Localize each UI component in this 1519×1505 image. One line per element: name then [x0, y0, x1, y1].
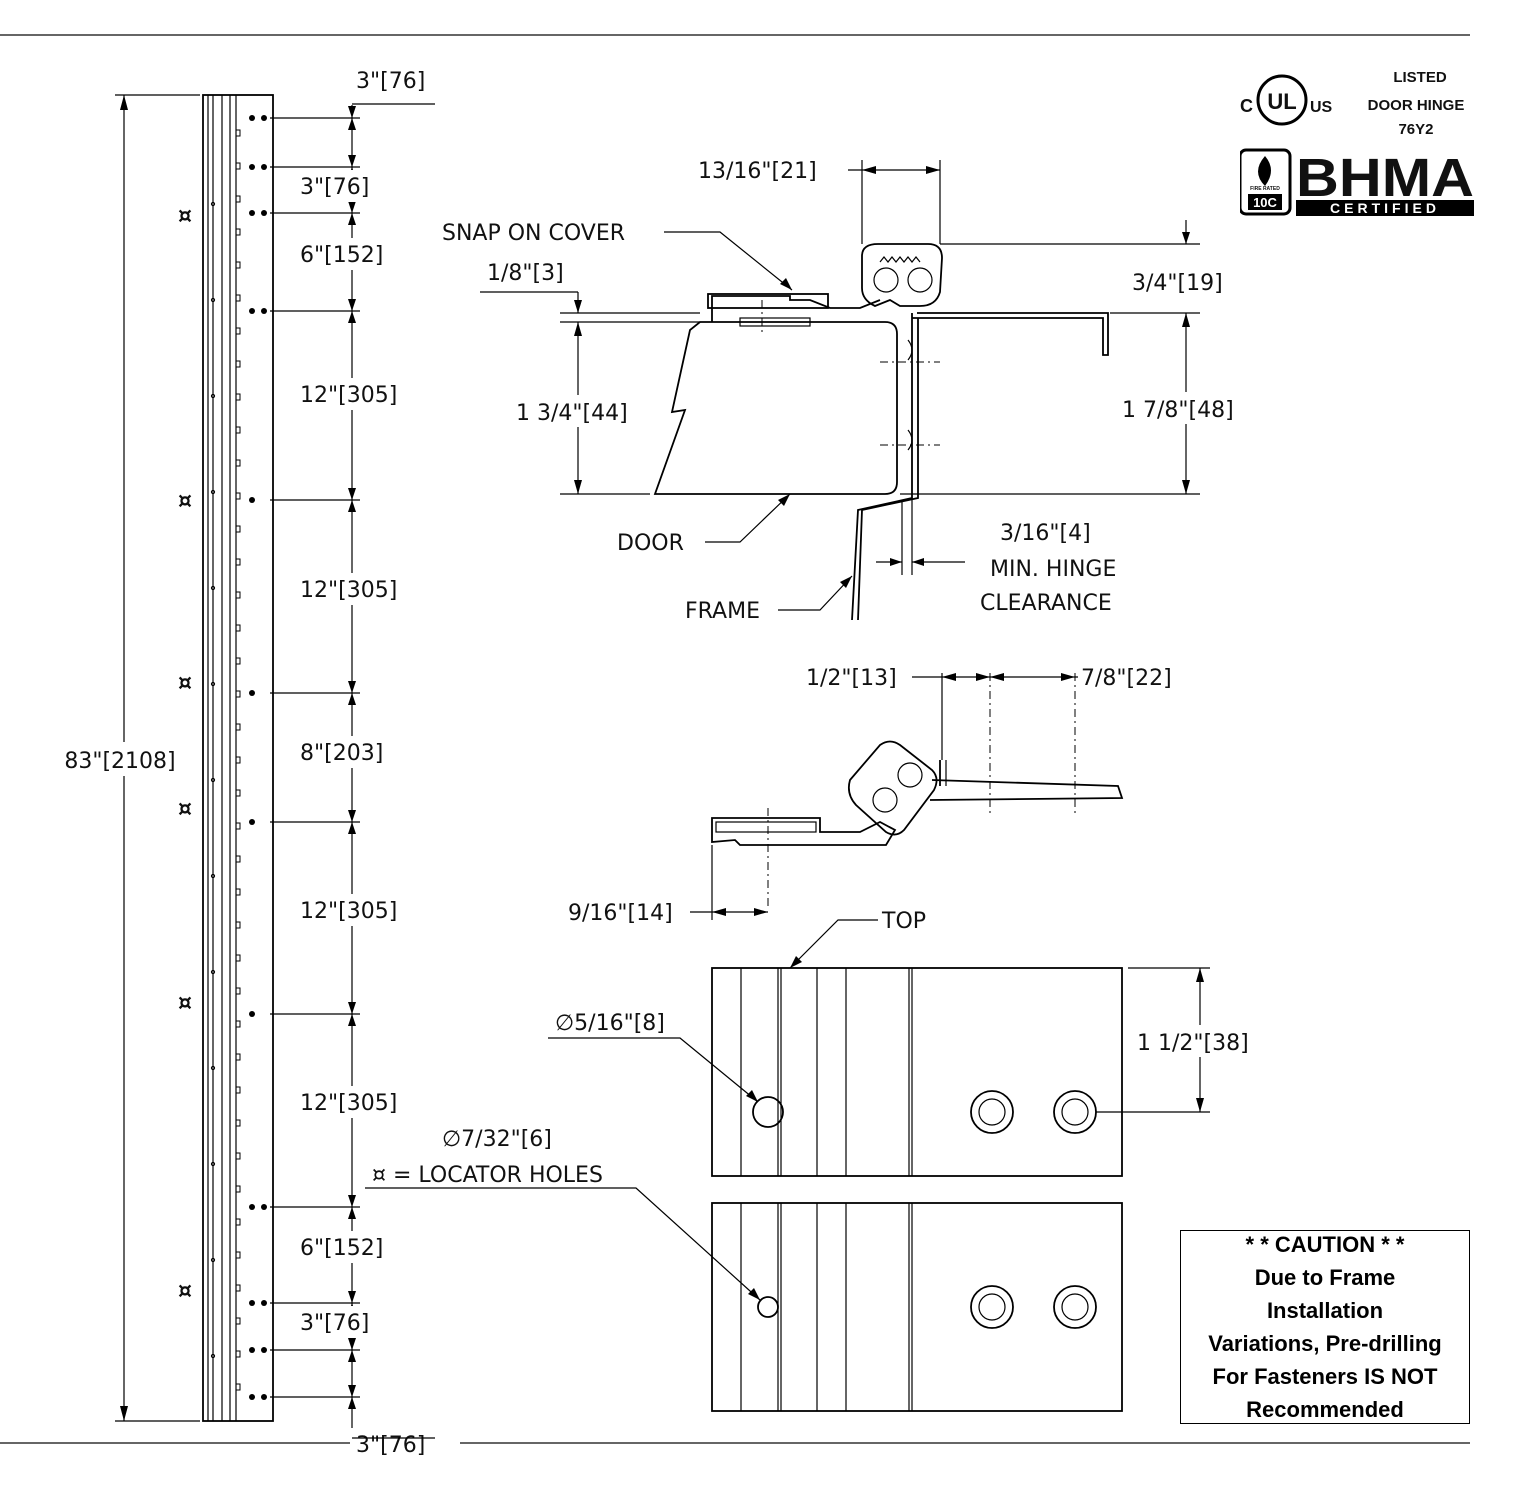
bhma-certified: CERTIFIED: [1330, 200, 1440, 216]
clearance-label-2: CLEARANCE: [980, 591, 1112, 616]
caution-line-4: For Fasteners IS NOT: [1212, 1364, 1438, 1389]
hinge-elevation: ¤ ¤ ¤ ¤ ¤ ¤: [178, 94, 274, 1422]
locator-marks: ¤ ¤ ¤ ¤ ¤ ¤: [178, 204, 192, 1304]
door-hole-dim: 9/16"[14]: [568, 901, 673, 926]
caution-box: * * CAUTION * * Due to Frame Installatio…: [1180, 1230, 1470, 1424]
clearance-dim: 3/16"[4]: [1000, 521, 1091, 546]
pivot-housing: [861, 243, 943, 307]
door-leaf: [711, 295, 881, 322]
flame-icon: [1258, 156, 1271, 186]
hole-spacing-dim: 12"[305]: [300, 1091, 397, 1116]
ul-bhma-logos: C UL US LISTED DOOR HINGE 76Y2 FIRE RATE…: [1238, 69, 1474, 216]
hole-spacing-dim: 12"[305]: [300, 899, 397, 924]
hole-spacing-dim: 12"[305]: [300, 578, 397, 603]
fire-rated-text: FIRE RATED: [1250, 186, 1280, 192]
certification-marks: C UL US LISTED DOOR HINGE 76Y2 FIRE RATE…: [1238, 60, 1480, 220]
locator-mark: ¤: [178, 797, 192, 822]
listed-line-2: DOOR HINGE: [1368, 97, 1465, 114]
small-hole-dia-dim: ∅7/32"[6]: [442, 1127, 552, 1152]
overall-length-label: 83"[2108]: [64, 749, 175, 774]
caution-line-5: Recommended: [1246, 1397, 1404, 1422]
ul-us-mark: US: [1310, 99, 1333, 116]
door-thickness-dim: 1 3/4"[44]: [516, 401, 628, 426]
ul-mark: UL: [1267, 89, 1296, 114]
open-hinge-view: 1/2"[13] 7/8"[22] 9/16"[14]: [568, 666, 1172, 926]
frame-leaf-offset-dim: 3/4"[19]: [1132, 271, 1223, 296]
locator-mark: ¤: [178, 204, 192, 229]
frame-leaf: [912, 312, 1109, 356]
small-hole: [757, 1296, 779, 1318]
section-view: 13/16"[21] SNAP ON COVER 1/8"[3] 1 3/4"[…: [442, 159, 1245, 624]
caution-title: * * CAUTION * *: [1245, 1232, 1405, 1257]
clearance-label-1: MIN. HINGE: [990, 557, 1116, 582]
frame-profile: [851, 313, 913, 621]
hole-spacing-chain: 3"[76] 3"[76] 6"[152] 12"[305] 12"[305] 8"[20…: [270, 64, 460, 1460]
hole-spacing-dim: 12"[305]: [300, 383, 397, 408]
snap-cover: [707, 293, 829, 309]
caution-line-1: Due to Frame: [1254, 1265, 1396, 1290]
hole-spacing-dim: 6"[152]: [300, 1236, 383, 1261]
frame-hole-2-dim: 7/8"[22]: [1081, 666, 1172, 691]
frame-hole-1-dim: 1/2"[13]: [806, 666, 897, 691]
hole-spacing-dim: 8"[203]: [300, 741, 383, 766]
locator-mark: ¤: [178, 1279, 192, 1304]
top-label: TOP: [881, 909, 926, 934]
large-hole: [752, 1096, 784, 1128]
leaf-face-views: TOP 1 1/2"[38] ∅5/16"[8] ∅7/32"[6] ¤ = L…: [365, 909, 1265, 1412]
locator-mark: ¤: [178, 489, 192, 514]
large-hole-dia-dim: ∅5/16"[8]: [555, 1011, 665, 1036]
ul-c-mark: C: [1240, 96, 1253, 116]
locator-mark: ¤: [178, 991, 192, 1016]
frame-label: FRAME: [685, 599, 760, 624]
caution-line-3: Variations, Pre-drilling: [1208, 1331, 1442, 1356]
hole-spacing-dim: 3"[76]: [300, 1311, 369, 1336]
locator-mark: ¤: [178, 671, 192, 696]
ul-icon: [1256, 74, 1308, 126]
fire-rating-text: 10C: [1253, 195, 1277, 210]
overall-length-dimension: 83"[2108]: [62, 94, 200, 1422]
listed-line-3: 76Y2: [1398, 121, 1433, 138]
hole-spacing-dim: 3"[76]: [300, 175, 369, 200]
cover-to-pivot-dim: 13/16"[21]: [698, 159, 817, 184]
elevation-holes: [210, 115, 267, 1400]
door-profile: [653, 321, 898, 495]
listed-line-1: LISTED: [1393, 69, 1447, 86]
locator-legend: ¤ = LOCATOR HOLES: [372, 1163, 603, 1188]
frame-depth-dim: 1 7/8"[48]: [1122, 398, 1234, 423]
bhma-mark: BHMA: [1296, 148, 1474, 208]
cover-offset-dim: 1/8"[3]: [487, 261, 564, 286]
hole-spacing-dim: 3"[76]: [356, 1433, 425, 1458]
hole-spacing-dim: 6"[152]: [300, 243, 383, 268]
snap-cover-label: SNAP ON COVER: [442, 221, 625, 246]
caution-line-2: Installation: [1266, 1298, 1384, 1323]
door-label: DOOR: [617, 531, 684, 556]
leaf-width-dim: 1 1/2"[38]: [1137, 1031, 1249, 1056]
hole-spacing-dim: 3"[76]: [356, 69, 425, 94]
